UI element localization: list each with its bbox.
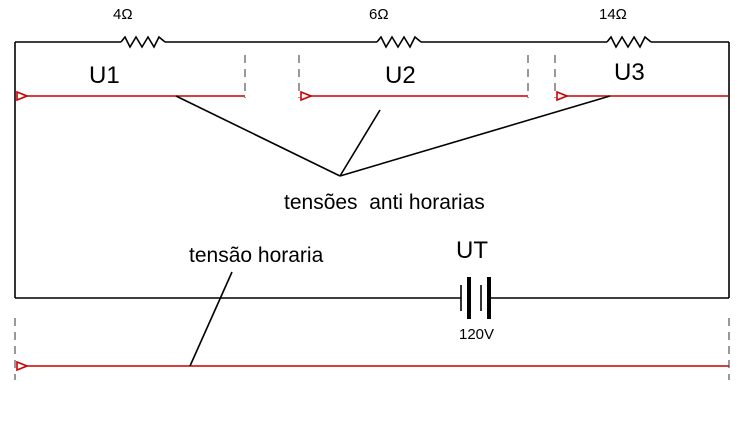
circuit-wires	[14, 41, 730, 299]
resistor-4-ohm-label: 4Ω	[113, 6, 133, 23]
resistor-6-ohm-symbol	[376, 35, 422, 49]
clockwise-annotation: tensão horaria	[189, 244, 324, 267]
voltage-ut-label: UT	[456, 237, 488, 264]
resistor-4-ohm-symbol	[120, 35, 166, 49]
dashed-reference-lines	[14, 55, 730, 380]
anti-clockwise-annotation: tensões anti horarias	[284, 191, 485, 214]
resistor-14-ohm-label: 14Ω	[599, 6, 627, 23]
resistor-6-ohm-label: 6Ω	[369, 6, 389, 23]
voltage-arrows	[27, 96, 729, 366]
voltage-u3-label: U3	[614, 59, 645, 86]
voltage-u1-label: U1	[89, 62, 120, 89]
annotation-pointers	[175, 95, 611, 367]
voltage-u2-label: U2	[385, 62, 416, 89]
battery-symbol	[460, 277, 491, 319]
resistor-14-ohm-symbol	[606, 35, 652, 49]
source-voltage-label: 120V	[459, 326, 494, 343]
